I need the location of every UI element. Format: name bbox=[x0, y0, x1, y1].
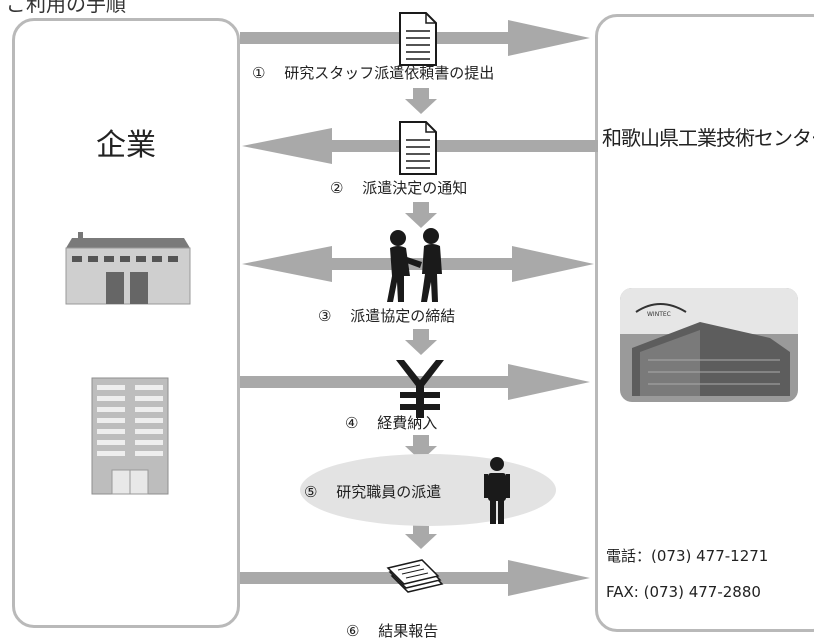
center-photo-logo: WINTEC bbox=[647, 311, 671, 318]
researcher-icon bbox=[484, 457, 510, 524]
arrow-step4 bbox=[240, 364, 590, 400]
step-label: 研究スタッフ派遣依頼書の提出 bbox=[284, 64, 495, 82]
arrow-step6 bbox=[240, 560, 590, 596]
document-icon bbox=[399, 12, 437, 66]
step-2: ② 派遣決定の通知 bbox=[330, 177, 467, 198]
yen-icon bbox=[396, 360, 444, 418]
step-label: 経費納入 bbox=[377, 414, 438, 432]
center-name: 和歌山県工業技術センター bbox=[602, 126, 814, 150]
down-arrow-4 bbox=[405, 435, 437, 461]
down-arrow-1 bbox=[405, 88, 437, 114]
down-arrow-5 bbox=[405, 523, 437, 549]
step-number: ⑤ bbox=[304, 483, 318, 501]
center-phone: 電話：(073) 477-1271 bbox=[606, 547, 769, 565]
arrow-step2 bbox=[242, 128, 598, 164]
step-6: ⑥ 結果報告 bbox=[346, 620, 438, 641]
step-number: ④ bbox=[345, 414, 359, 432]
step-label: 派遣協定の締結 bbox=[350, 307, 456, 325]
step-number: ① bbox=[252, 64, 266, 82]
company-panel bbox=[12, 18, 240, 628]
center-fax: FAX: (073) 477-2880 bbox=[606, 583, 761, 601]
center-photo: WINTEC bbox=[620, 288, 798, 402]
handshake-icon bbox=[387, 228, 442, 302]
report-papers-icon bbox=[386, 559, 444, 593]
down-arrow-3 bbox=[405, 329, 437, 355]
step-number: ⑥ bbox=[346, 622, 360, 640]
office-building-icon bbox=[91, 377, 169, 495]
step-number: ② bbox=[330, 179, 344, 197]
down-arrow-2 bbox=[405, 202, 437, 228]
step-label: 派遣決定の通知 bbox=[362, 179, 468, 197]
step-number: ③ bbox=[318, 307, 332, 325]
arrow-step1 bbox=[240, 20, 590, 56]
step-label: 結果報告 bbox=[378, 622, 439, 640]
header-title: ご利用の手順 bbox=[6, 0, 126, 16]
document-icon bbox=[399, 121, 437, 175]
step-label: 研究職員の派遣 bbox=[336, 483, 442, 501]
step-4: ④ 経費納入 bbox=[345, 412, 437, 433]
factory-icon bbox=[65, 232, 191, 305]
step-3: ③ 派遣協定の締結 bbox=[318, 305, 455, 326]
company-label: 企業 bbox=[96, 128, 156, 163]
step-1: ① 研究スタッフ派遣依頼書の提出 bbox=[252, 62, 494, 83]
step-5: ⑤ 研究職員の派遣 bbox=[304, 481, 441, 502]
